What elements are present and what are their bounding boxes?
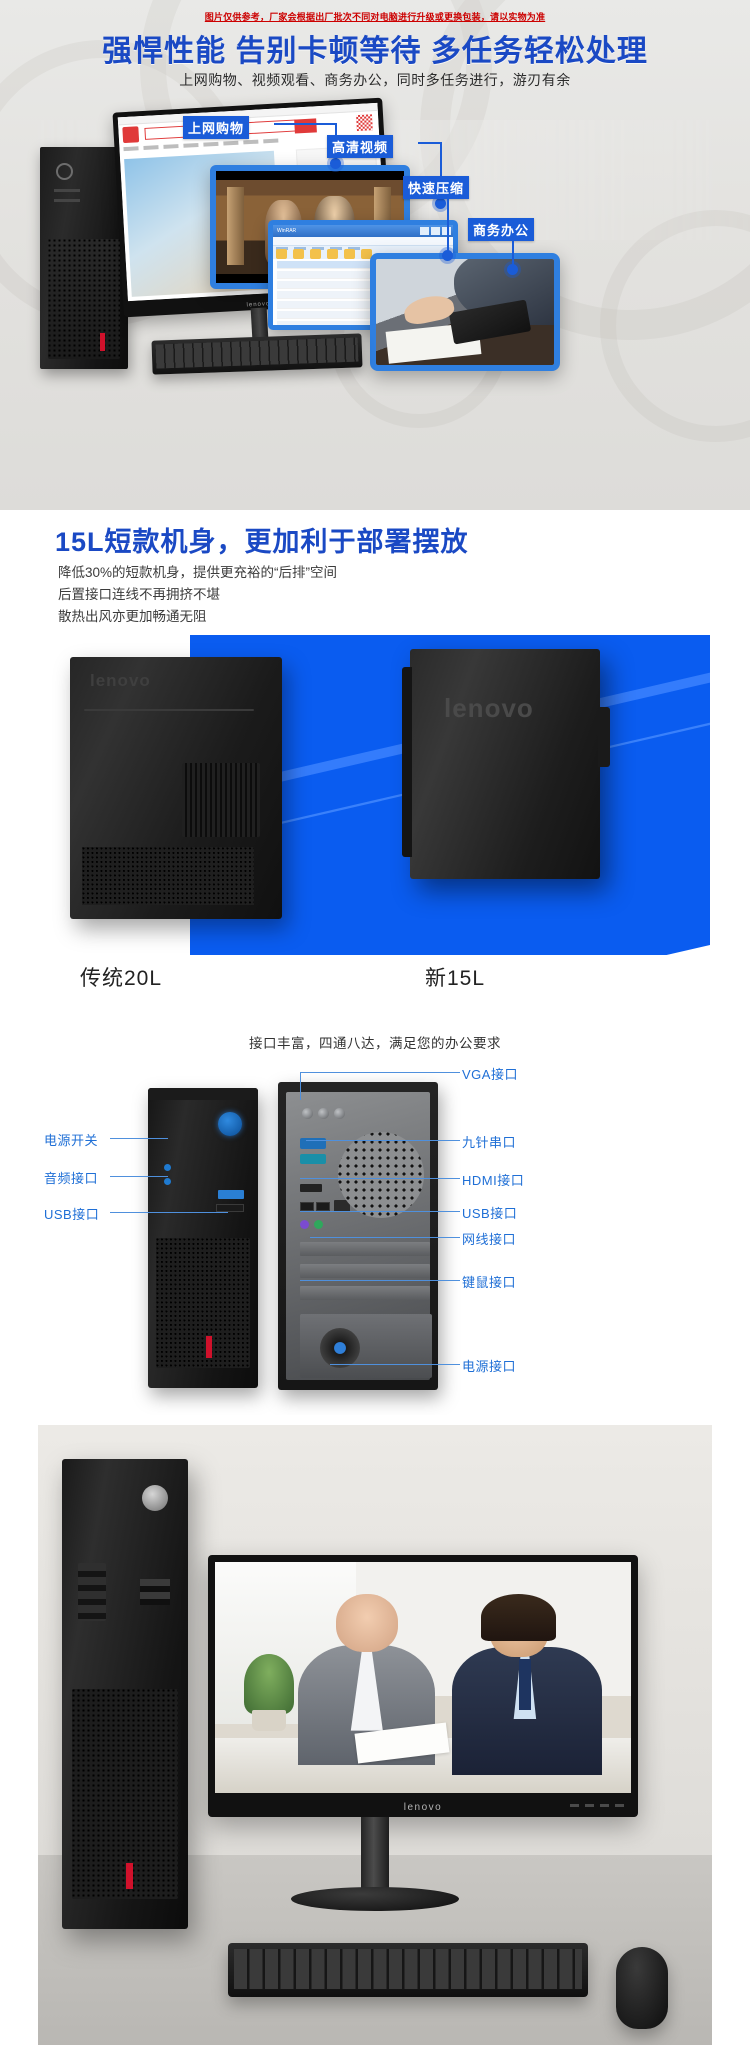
power-button-icon-lifestyle	[142, 1485, 168, 1511]
power-button-icon	[56, 163, 73, 180]
performance-product-photo: lenovo WinRAR	[40, 97, 710, 395]
monitor-osd-buttons[interactable]	[564, 1794, 624, 1812]
bullet-line-2: 后置接口连线不再拥挤不堪	[58, 587, 220, 602]
qr-code-icon	[356, 114, 373, 132]
port-label-power-switch: 电源开关	[44, 1133, 99, 1148]
section-ports-subtitle: 接口丰富，四通八达，满足您的办公要求	[249, 1036, 501, 1051]
lead-usb-front	[110, 1212, 228, 1213]
lifestyle-monitor-image: lenovo	[208, 1555, 638, 1817]
callout-dot-1	[330, 158, 341, 169]
tower-15l-image: lenovo	[402, 649, 610, 879]
section-15l: 15L短款机身，更加利于部署摆放 降低30%的短款机身，提供更充裕的“后排”空间…	[0, 510, 750, 1020]
comparison-photo: lenovo lenovo	[40, 635, 710, 955]
hdmi-port-icon	[300, 1184, 322, 1192]
callout-hd-video: 高清视频	[327, 135, 394, 158]
lifestyle-keyboard-image	[228, 1943, 588, 1997]
bullet-line-3: 散热出风亦更加畅通无阻	[58, 609, 207, 624]
lead-keyboard-mouse	[300, 1280, 460, 1281]
ps2-mouse-icon	[314, 1220, 323, 1229]
front-view-tower-image	[148, 1088, 258, 1388]
keyboard-image	[151, 333, 363, 375]
port-label-audio: 音频接口	[44, 1171, 99, 1186]
disclaimer-notice: 图片仅供参考，厂家会根据出厂批次不同对电脑进行升级或更换包装，请以实物为准	[204, 12, 546, 22]
section-lifestyle: lenovo	[0, 1415, 750, 2055]
port-label-usb-rear: USB接口	[462, 1206, 518, 1221]
lenovo-logo-bar-front	[206, 1336, 212, 1358]
lead-power-connector	[330, 1364, 460, 1365]
audio-jack-icon-1	[164, 1164, 171, 1171]
serial-port-icon	[300, 1154, 326, 1164]
lead-ethernet	[310, 1237, 460, 1238]
lifestyle-monitor-brand: lenovo	[403, 1802, 443, 1813]
rear-view-panel-image	[278, 1082, 438, 1390]
callout-business-office: 商务办公	[468, 218, 535, 241]
usb-port-icon-rear-2	[316, 1202, 330, 1211]
port-label-power-connector: 电源接口	[462, 1359, 517, 1374]
vga-port-icon	[300, 1138, 326, 1149]
port-label-vga: VGA接口	[462, 1067, 518, 1082]
lifestyle-tower-image	[62, 1459, 188, 1929]
bullet-line-1: 降低30%的短款机身，提供更充裕的“后排”空间	[58, 565, 338, 580]
port-label-keyboard-mouse: 键鼠接口	[462, 1275, 517, 1290]
lifestyle-monitor-screen	[215, 1562, 631, 1793]
lead-power-switch	[110, 1138, 168, 1139]
section-15l-bullets: 降低30%的短款机身，提供更充裕的“后排”空间 后置接口连线不再拥挤不堪 散热出…	[58, 562, 337, 628]
section-15l-title: 15L短款机身，更加利于部署摆放	[55, 527, 469, 557]
tower-20l-brand: lenovo	[90, 671, 151, 690]
section-performance-subtitle: 上网购物、视频观看、商务办公，同时多任务进行，游刃有余	[179, 72, 571, 88]
section-ports: 接口丰富，四通八达，满足您的办公要求	[0, 1020, 750, 1415]
tower-20l-image: lenovo	[70, 657, 282, 919]
desktop-tower-image	[40, 147, 128, 369]
callout-dot-3	[442, 250, 453, 261]
meeting-scene-image	[215, 1562, 631, 1793]
callout-leader-line-2	[418, 142, 442, 144]
section-performance: 图片仅供参考，厂家会根据出厂批次不同对电脑进行升级或更换包装，请以实物为准 强悍…	[0, 0, 750, 510]
port-label-usb-front: USB接口	[44, 1207, 100, 1222]
callout-leader-line-3	[447, 196, 449, 256]
site-search-button	[294, 118, 317, 134]
callout-dot-4	[507, 264, 518, 275]
compression-window-image: WinRAR	[268, 220, 458, 330]
lead-vga	[300, 1072, 460, 1073]
ethernet-port-icon	[334, 1200, 350, 1212]
caption-traditional-20l: 传统20L	[80, 967, 163, 990]
lead-usb-rear	[300, 1211, 460, 1212]
port-label-hdmi: HDMI接口	[462, 1173, 525, 1188]
lead-serial	[306, 1140, 460, 1141]
lifestyle-photo: lenovo	[38, 1425, 712, 2045]
lenovo-logo-bar-lifestyle	[126, 1863, 133, 1889]
usb-port-icon-rear-1	[300, 1202, 314, 1211]
callout-fast-compression: 快速压缩	[403, 176, 470, 199]
tower-15l-brand: lenovo	[444, 693, 534, 723]
lead-hdmi	[300, 1178, 460, 1179]
callout-leader-line-4	[512, 238, 514, 270]
caption-new-15l: 新15L	[425, 967, 486, 990]
port-label-ethernet: 网线接口	[462, 1232, 517, 1247]
callout-online-shopping: 上网购物	[183, 116, 250, 139]
lead-vga-v	[300, 1072, 301, 1100]
audio-jack-icon-2	[164, 1178, 171, 1185]
ps2-keyboard-icon	[300, 1220, 309, 1229]
lead-audio	[110, 1176, 168, 1177]
power-button-icon-front	[218, 1112, 242, 1136]
port-label-serial-9pin: 九针串口	[462, 1135, 517, 1150]
callout-dot-2	[435, 198, 446, 209]
usb-port-icon-front	[218, 1190, 244, 1199]
lenovo-logo-bar	[100, 333, 105, 351]
callout-leader-line-2b	[440, 142, 442, 203]
power-connector-icon	[320, 1328, 360, 1368]
lifestyle-mouse-image	[616, 1947, 668, 2029]
section-performance-title: 强悍性能 告别卡顿等待 多任务轻松处理	[102, 35, 648, 68]
office-photo-image	[370, 253, 560, 371]
callout-leader-line-1	[274, 123, 337, 125]
